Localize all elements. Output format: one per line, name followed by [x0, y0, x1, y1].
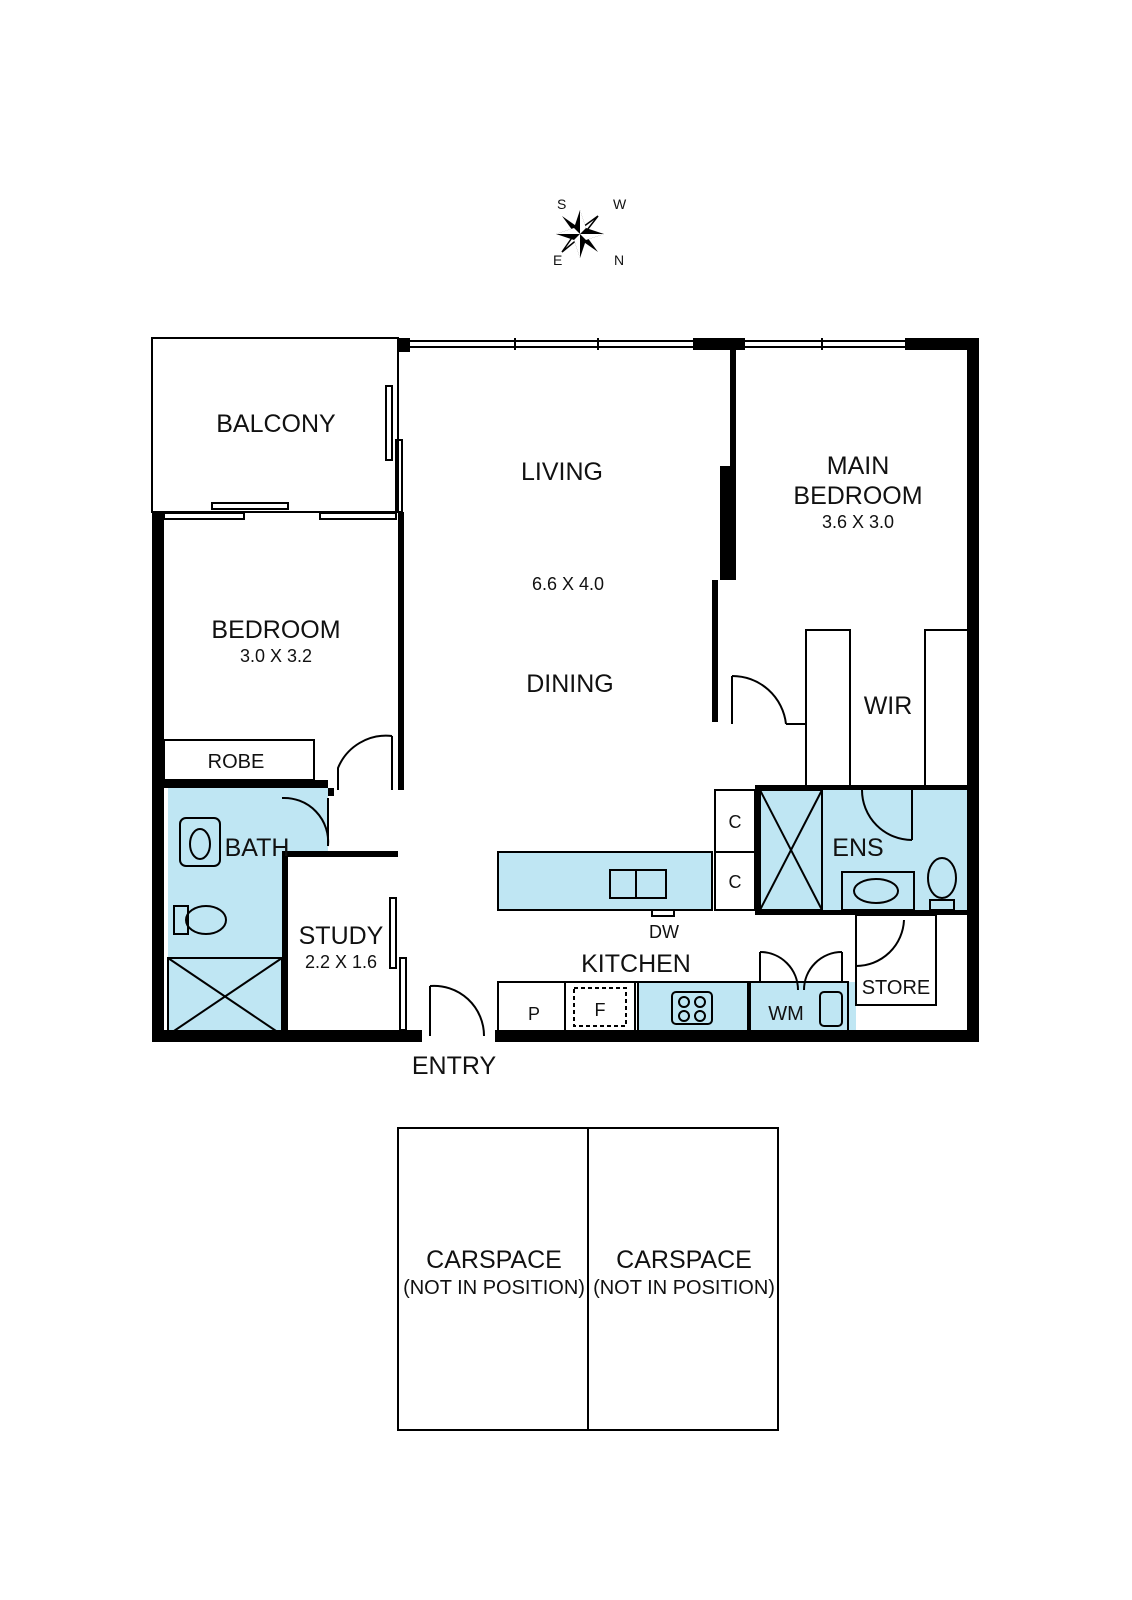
compass-s: S: [557, 196, 566, 212]
room-balcony: BALCONY: [216, 410, 336, 438]
room-ens: ENS: [832, 834, 883, 862]
room-bedroom: BEDROOM: [211, 616, 340, 644]
room-kitchen: KITCHEN: [581, 950, 691, 978]
label-cupboard-1: C: [729, 812, 742, 832]
carspace-2-note: (NOT IN POSITION): [593, 1277, 775, 1299]
room-wir: WIR: [864, 692, 913, 720]
label-cupboard-2: C: [729, 872, 742, 892]
room-living-dim: 6.6 X 4.0: [532, 574, 604, 594]
room-study-dim: 2.2 X 1.6: [305, 952, 377, 972]
carspace-1-label: CARSPACE: [426, 1246, 562, 1274]
compass-w: W: [613, 196, 627, 212]
label-wm: WM: [768, 1003, 804, 1025]
room-robe: ROBE: [208, 751, 265, 773]
room-main-bedroom-line2: BEDROOM: [793, 482, 922, 510]
room-living: LIVING: [521, 458, 603, 486]
room-main-bedroom-line1: MAIN: [827, 452, 890, 480]
carspace-2-label: CARSPACE: [616, 1246, 752, 1274]
interior-walls: [163, 350, 975, 1037]
carspaces: [397, 1127, 779, 1431]
label-fridge: F: [595, 1000, 606, 1020]
carspace-1-note: (NOT IN POSITION): [403, 1277, 585, 1299]
compass-n: N: [614, 252, 624, 268]
room-dining: DINING: [526, 670, 614, 698]
compass-rose-icon: [556, 210, 604, 258]
room-bedroom-dim: 3.0 X 3.2: [240, 646, 312, 666]
room-study: STUDY: [299, 922, 384, 950]
label-dw: DW: [649, 922, 679, 942]
label-entry: ENTRY: [412, 1052, 497, 1080]
room-bath: BATH: [225, 834, 290, 862]
room-main-bedroom-dim: 3.6 X 3.0: [822, 512, 894, 532]
outer-walls: [151, 337, 979, 1042]
room-store: STORE: [862, 977, 931, 999]
label-pantry: P: [528, 1004, 540, 1024]
compass-e: E: [553, 252, 562, 268]
